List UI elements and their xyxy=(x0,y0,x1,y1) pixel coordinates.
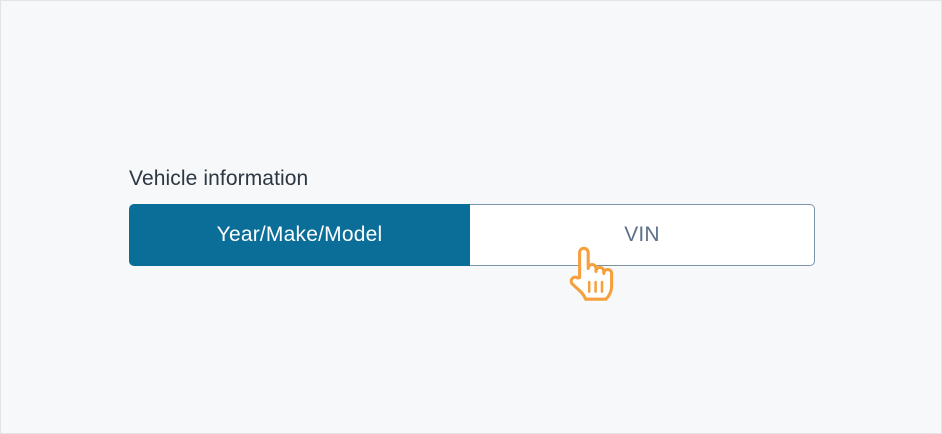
toggle-option-vin[interactable]: VIN xyxy=(470,204,815,266)
vehicle-information-toggle-group[interactable]: Year/Make/Model VIN xyxy=(129,204,815,266)
vehicle-information-field-group: Vehicle information Year/Make/Model VIN xyxy=(129,166,815,266)
field-label-vehicle-information: Vehicle information xyxy=(129,167,309,190)
toggle-option-year-make-model[interactable]: Year/Make/Model xyxy=(129,204,470,266)
